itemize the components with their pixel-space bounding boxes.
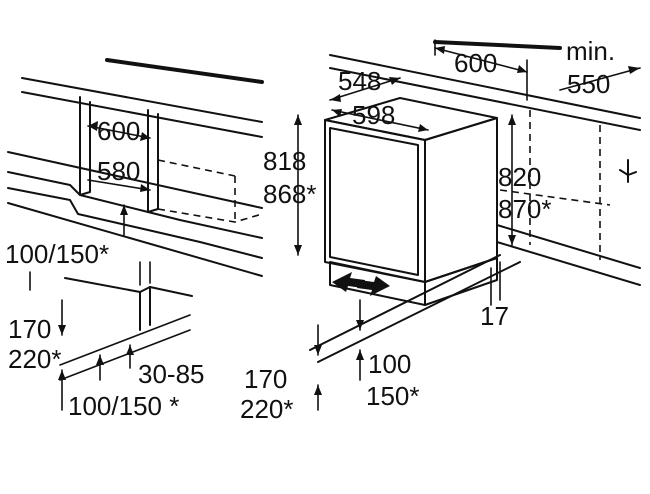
dimline-580 [87,179,151,191]
label-plinth-setback: 30-85 [138,359,205,389]
arrow-vent-right-bottom [356,350,364,360]
label-door-gap: 17 [480,301,509,331]
arrow-vent-bottom-2 [126,345,134,355]
left-view-cabinet [7,58,264,411]
dimline-600-left [87,125,151,139]
arrow-818-top [294,115,302,125]
appliance-plinth-side [424,257,498,306]
arrow-600-left-b [140,132,150,141]
niche-dashed-3 [499,189,611,206]
label-plinth-height-b: 220* [8,344,62,374]
base-line-3 [7,187,263,259]
floor-front-line [309,254,501,351]
airflow-in-arrow [332,272,365,292]
floor-front-line-2 [317,261,521,363]
label-plinth-right-b: 220* [240,394,294,424]
arrow-vent-right-top [356,320,364,330]
arrow-plinth-bottom [58,370,66,380]
plinth-outline [64,277,141,331]
arrow-548-b [389,77,400,85]
back-dashed-top [157,159,236,177]
label-niche-depth: 548 [338,66,381,96]
dimline-550 [559,67,641,91]
label-top-vent-depth: 100/150* [5,239,109,269]
base-line-1 [7,151,263,209]
arrow-plinth-right-top [314,345,322,355]
dimline-setback [59,329,191,381]
back-dashed-bottom [157,208,263,223]
niche-top-line-1 [329,54,641,119]
appliance-top [324,97,498,141]
arrow-598-a [332,109,342,117]
label-height-b: 868* [263,179,317,209]
dimline-600-right [434,47,528,73]
arrow-600-right-b [517,65,527,73]
worktop-edge-top [105,58,264,84]
label-plinth-right-a: 170 [244,364,287,394]
arrow-550 [628,66,640,74]
label-appliance-width: 598 [352,100,395,130]
arrow-plinth-right-bottom [314,385,322,395]
label-appliance-depth: 600 [454,48,497,78]
cabinet-left-panel [79,96,91,196]
arrow-548-a [330,94,341,102]
right-view-appliance [294,39,641,411]
arrow-600-left-a [88,121,98,131]
worktop-front-bottom [21,91,263,138]
dimline-598 [331,109,429,131]
appliance-side [424,117,498,283]
label-niche-height-b: 870* [498,194,552,224]
niche-back-floor-1 [496,224,641,269]
arrow-818-bottom [294,245,302,255]
arrow-580-b [140,184,150,192]
niche-top-line-2 [329,67,641,131]
label-cabinet-width: 600 [97,116,140,146]
label-niche-height-a: 820 [498,162,541,192]
arrow-vent-bottom-1 [96,355,104,365]
label-bottom-vent-depth: 100/150 * [68,391,179,421]
base-line-2 [7,171,263,239]
cabinet-right-panel [147,109,159,213]
plinth-back [149,286,193,297]
label-opening-width: 580 [97,156,140,186]
niche-worktop-top [433,40,562,50]
label-vent-right-b: 150* [366,381,420,411]
label-plinth-height-a: 170 [8,314,51,344]
label-min-value: 550 [567,69,610,99]
plinth-side [139,286,151,326]
base-line-4 [7,202,263,277]
arrow-820-top [508,115,516,125]
arrow-598-b [418,124,428,132]
right-view-labels: 548 600 min. 550 598 818 868* 820 870* 1… [240,36,615,424]
arrow-vent-top [120,205,128,215]
arrow-plinth-top [58,325,66,335]
left-view-labels: 600 580 100/150* 170 220* 30-85 100/150 … [5,116,205,421]
airflow-out-arrow [357,276,390,296]
label-vent-right-a: 100 [368,349,411,379]
appliance-door [329,127,419,276]
niche-back-floor-2 [496,241,641,286]
label-min: min. [566,36,615,66]
worktop-front-top [21,77,263,123]
dimline-floor [59,314,191,366]
arrow-600-right-a [435,46,445,54]
arrow-820-bottom [508,235,516,245]
dimline-548 [329,77,401,101]
label-height-a: 818 [263,146,306,176]
